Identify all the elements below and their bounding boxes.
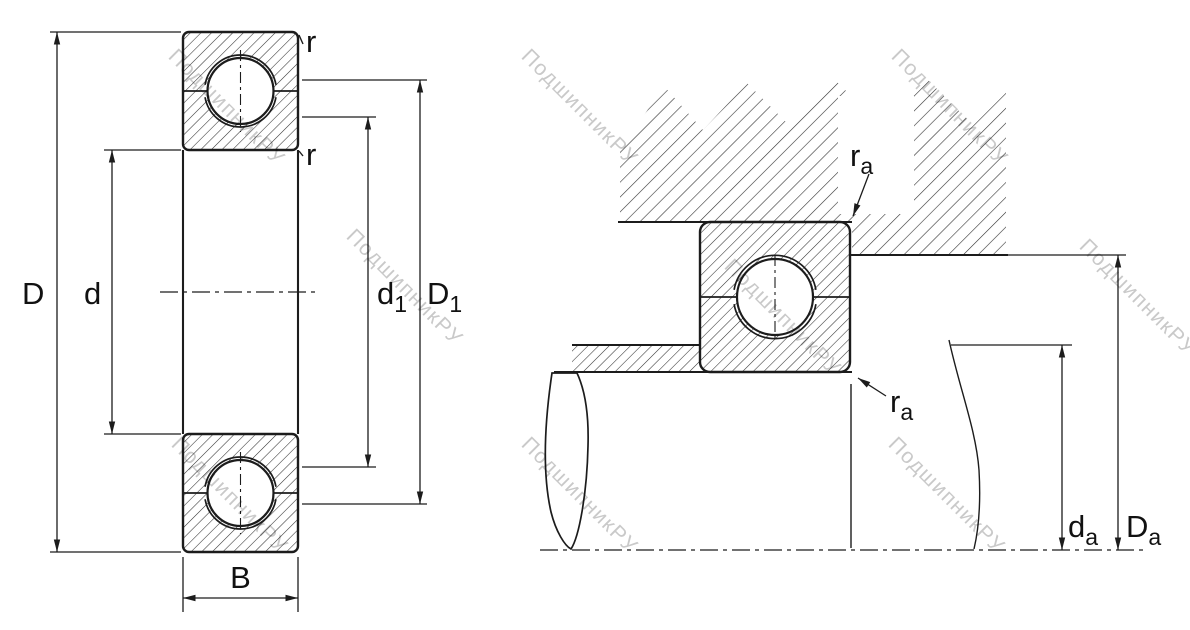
ring-section-outline: [181, 30, 300, 152]
label-ra-bottom: ra: [890, 384, 913, 425]
ring-section-outline: [181, 432, 300, 554]
shaft-contour-curve: [948, 339, 981, 550]
dimension-da: da: [951, 344, 1098, 550]
watermark-text: ПодшипникРУ: [884, 433, 1009, 558]
housing-section: [618, 79, 1126, 257]
dimension-Da: Da: [1114, 255, 1161, 550]
leader-line: [298, 150, 304, 157]
fillet-ra-bottom: ra: [857, 377, 913, 425]
leader-arrow: [852, 173, 870, 217]
label-d: d: [84, 276, 101, 311]
shaft-break-section: [544, 372, 589, 551]
watermark-text: ПодшипникРУ: [517, 45, 642, 170]
chamfer-label-bore: r: [298, 137, 316, 172]
watermark-text: ПодшипникРУ: [517, 433, 642, 558]
bearing-bottom-section: [181, 432, 300, 554]
shaft-shoulder-hatch: [572, 345, 700, 372]
label-r-bore: r: [306, 137, 316, 172]
leader-line: [298, 34, 304, 45]
dimension-d: d: [84, 149, 181, 435]
label-ra-top: ra: [850, 138, 873, 179]
right-view-mounted-bearing: ra ra da Da: [540, 79, 1161, 551]
bearing-top-section: [181, 30, 300, 152]
bearing-section-mounted: [698, 220, 852, 374]
dimension-D: D: [22, 31, 181, 553]
dimension-B: B: [182, 557, 299, 612]
dimension-d1: d1: [302, 116, 407, 468]
label-B: B: [230, 560, 251, 595]
label-clearance: [838, 96, 914, 214]
label-Da: Da: [1126, 509, 1161, 550]
label-D1: D1: [427, 276, 462, 317]
ring-section-outline: [698, 220, 852, 374]
label-da: da: [1068, 509, 1098, 550]
chamfer-label-top: r: [298, 24, 316, 59]
dimension-D1: D1: [302, 79, 462, 505]
leader-arrow: [857, 377, 887, 397]
watermark-text: ПодшипникРУ: [1075, 235, 1190, 360]
fillet-ra-top: ra: [850, 138, 873, 217]
label-r-top: r: [306, 24, 316, 59]
label-D: D: [22, 276, 44, 311]
label-d1: d1: [377, 276, 407, 317]
left-view-bearing-cross-section: D d d1 D1 B r: [22, 24, 462, 612]
